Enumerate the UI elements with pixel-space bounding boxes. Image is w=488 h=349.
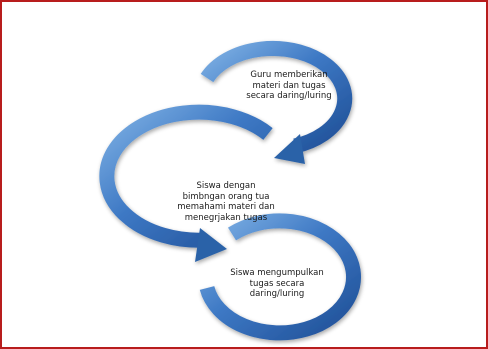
step-2-line-2: bimbngan orang tua (182, 191, 270, 202)
step-2-line-4: menegrjakan tugas (184, 212, 268, 223)
step-1-text: Guru memberikan materi dan tugas secara … (232, 70, 346, 102)
step-2-line-1: Siswa dengan (196, 181, 256, 191)
step-3-line-1: Siswa mengumpulkan (230, 268, 324, 278)
step-1-line-3: secara daring/luring (246, 91, 332, 101)
step-2-text: Siswa dengan bimbngan orang tua memahami… (164, 181, 288, 223)
step-3-line-2: tugas secara (249, 278, 305, 289)
step-1-line-2: materi dan tugas (252, 80, 326, 91)
step-3-text: Siswa mengumpulkan tugas secara daring/l… (228, 268, 326, 300)
step-1-line-1: Guru memberikan (250, 70, 328, 80)
step-2-line-3: memahami materi dan (177, 202, 275, 212)
circular-arrow-2 (99, 104, 273, 262)
circular-arrow-1 (200, 40, 353, 164)
step-3-line-3: daring/luring (249, 289, 305, 299)
circular-arrow-3 (199, 213, 361, 341)
